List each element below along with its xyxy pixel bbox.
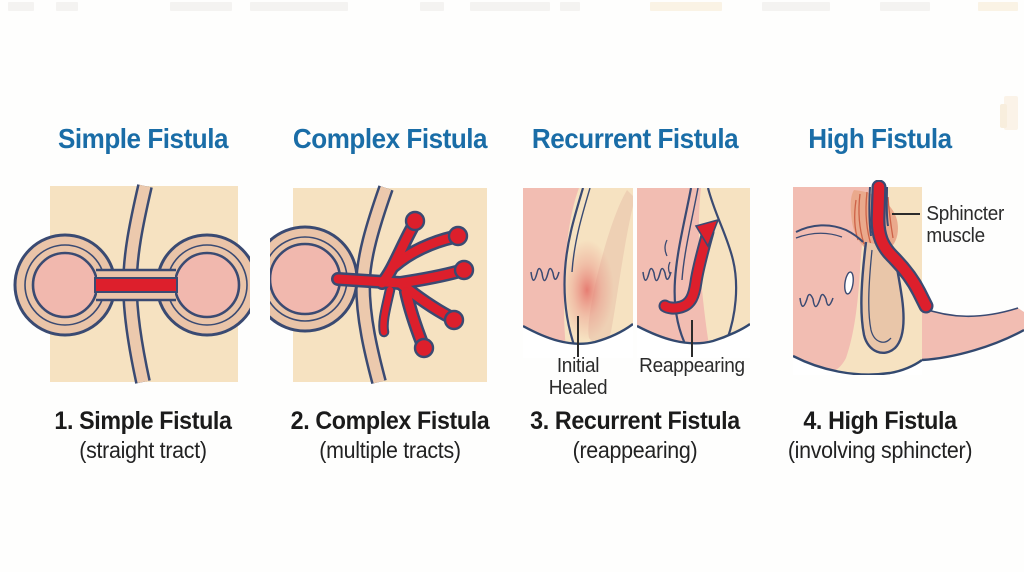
straight-tract [94,268,178,302]
caption-high-title: 4. High Fistula [803,407,957,435]
caption-recurrent-title: 3. Recurrent Fistula [530,407,740,435]
reappearing-tract [658,218,720,315]
high-fistula-illustration [793,180,1024,375]
skin-squiggles [642,267,672,282]
skin-squiggles [530,267,560,282]
branching-tracts [331,210,475,359]
caption-complex-subtitle: (multiple tracts) [319,437,461,463]
recurrent-fistula-illustration [523,188,750,358]
intestine-ring-left [13,233,117,337]
high-tract [870,180,934,314]
anal-pouch [860,241,905,354]
caption-simple-title: 1. Simple Fistula [54,407,232,435]
caption-complex-title: 2. Complex Fistula [290,407,490,435]
caption-recurrent-subtitle: (reappearing) [572,437,698,463]
label-sphincter-muscle: Sphincter muscle [926,203,1005,247]
skin-squiggles [799,293,834,308]
column-header-recurrent: Recurrent Fistula [531,123,739,154]
complex-fistula-illustration [270,185,487,385]
healed-blush [560,240,614,340]
label-reappearing: Reappearing [639,355,745,377]
skin-extension [922,308,1024,360]
label-initial-healed: Initial Healed [548,355,608,399]
column-header-high: High Fistula [808,123,952,154]
caption-simple-subtitle: (straight tract) [79,437,207,463]
internal-opening [844,271,854,295]
intestine-ring-right [155,233,250,337]
column-header-complex: Complex Fistula [292,123,488,154]
column-header-simple: Simple Fistula [57,123,229,154]
caption-high-subtitle: (involving sphincter) [787,437,973,463]
simple-fistula-illustration [13,184,250,384]
tract-bulbs [404,210,475,359]
reappearing-panel [637,188,750,358]
